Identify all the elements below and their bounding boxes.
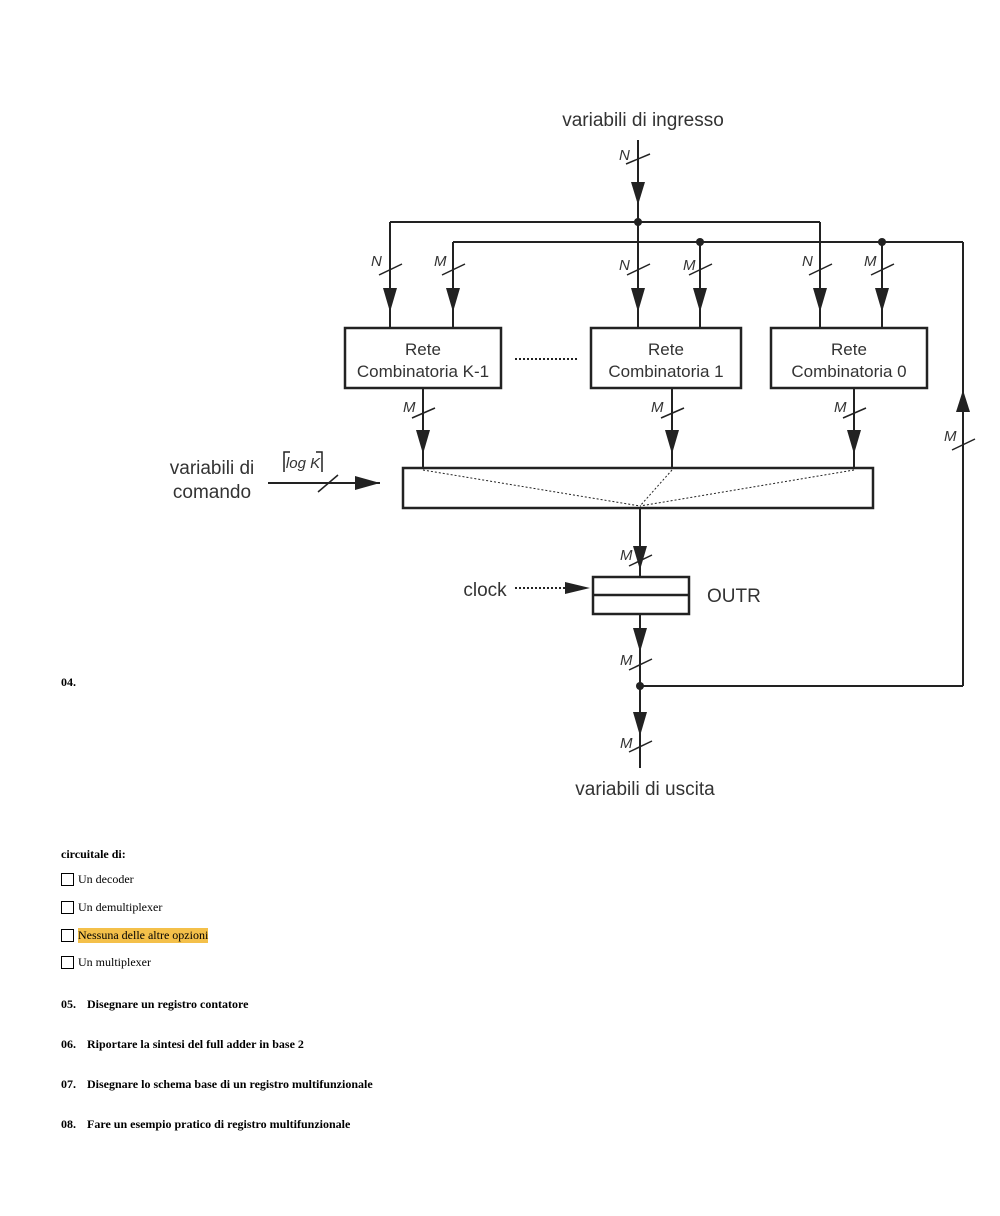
option-label-highlighted: Nessuna delle altre opzioni <box>78 927 209 943</box>
control-label: variabili di <box>170 458 254 479</box>
question-number: 08. <box>61 1117 76 1131</box>
question-text: Riportare la sintesi del full adder in b… <box>87 1037 304 1051</box>
question-06: 06. Riportare la sintesi del full adder i… <box>61 1037 304 1052</box>
checkbox[interactable] <box>61 872 74 886</box>
option-demultiplexer[interactable]: Un demultiplexer <box>61 899 162 915</box>
question-07: 07. Disegnare lo schema base di un regist… <box>61 1077 373 1092</box>
question-text: Fare un esempio pratico di registro mult… <box>87 1117 351 1131</box>
block-title: Rete <box>648 340 684 359</box>
block-name: Combinatoria K-1 <box>357 362 489 381</box>
clock-label: clock <box>463 580 507 601</box>
question-number: 05. <box>61 997 76 1011</box>
block-name: Combinatoria 1 <box>608 362 723 381</box>
checkbox[interactable] <box>61 900 74 914</box>
checkbox[interactable] <box>61 928 74 942</box>
option-decoder[interactable]: Un decoder <box>61 871 134 887</box>
output-label: variabili di uscita <box>575 779 715 800</box>
bus-label-m: M <box>864 253 877 270</box>
bus-label-m: M <box>834 399 847 416</box>
question-number: 06. <box>61 1037 76 1051</box>
question-08: 08. Fare un esempio pratico di registro m… <box>61 1117 350 1132</box>
bus-label-m: M <box>620 652 633 669</box>
circuit-diagram: variabili di ingresso N N M N M N M Rete… <box>170 110 976 800</box>
checkbox[interactable] <box>61 955 74 969</box>
option-multiplexer[interactable]: Un multiplexer <box>61 954 151 970</box>
input-label: variabili di ingresso <box>562 110 724 131</box>
question-number: 07. <box>61 1077 76 1091</box>
bus-label-m: M <box>434 253 447 270</box>
block-title: Rete <box>405 340 441 359</box>
bus-label-m: M <box>403 399 416 416</box>
bus-label-m: M <box>651 399 664 416</box>
question-text: Disegnare lo schema base di un registro … <box>87 1077 373 1091</box>
question-text: Disegnare un registro contatore <box>87 997 249 1011</box>
block-title: Rete <box>831 340 867 359</box>
bus-label-n: N <box>371 253 382 270</box>
option-label: Un demultiplexer <box>78 899 163 914</box>
bus-label-n: N <box>619 147 630 164</box>
bus-label-m: M <box>620 735 633 752</box>
register-label: OUTR <box>707 586 761 607</box>
control-width-label: log K <box>286 455 321 472</box>
bus-label-n: N <box>619 257 630 274</box>
bus-label-n: N <box>802 253 813 270</box>
block-name: Combinatoria 0 <box>791 362 906 381</box>
question-number: 04. <box>61 675 76 689</box>
control-label: comando <box>173 482 251 503</box>
bus-label-m: M <box>620 547 633 564</box>
bus-label-m: M <box>944 428 957 445</box>
question-intro: circuitale di: <box>61 847 126 861</box>
bus-label-m: M <box>683 257 696 274</box>
question-05: 05. Disegnare un registro contatore <box>61 997 248 1012</box>
option-label: Un decoder <box>78 871 134 886</box>
option-label: Un multiplexer <box>78 954 151 969</box>
option-none[interactable]: Nessuna delle altre opzioni <box>61 927 209 943</box>
